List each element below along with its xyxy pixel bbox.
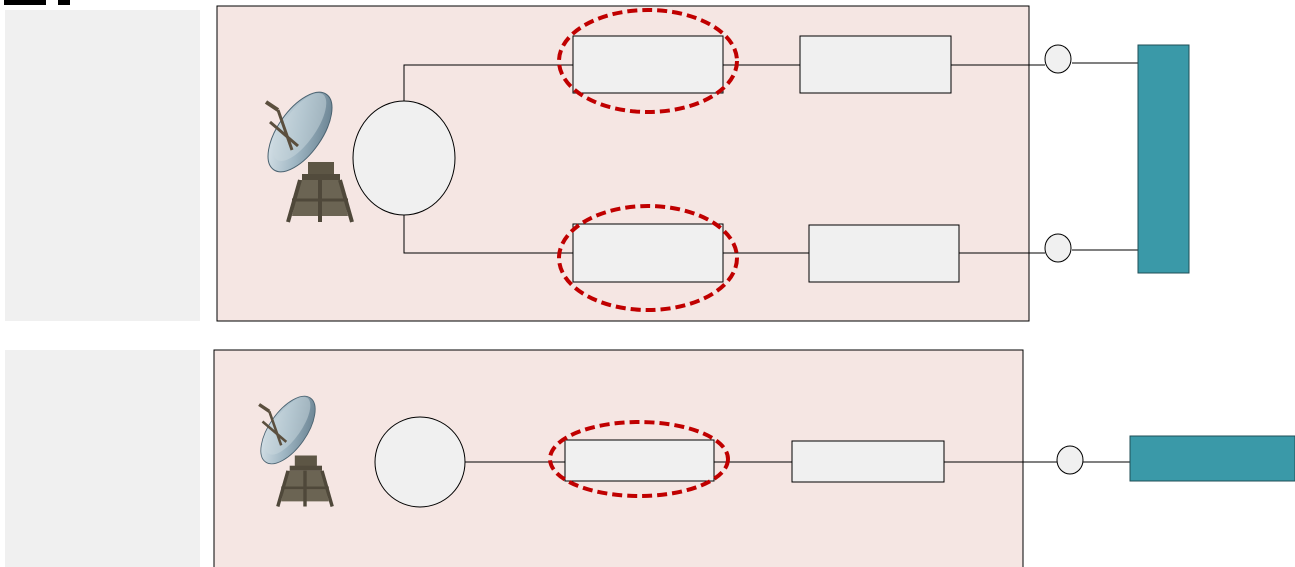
top-lower-component-1: [572, 223, 724, 283]
highlight-ellipse-top-upper: [557, 8, 739, 114]
clipped-heading-fragment: [4, 0, 104, 8]
top-upper-port: [1044, 44, 1072, 74]
top-lower-component-2: [808, 224, 960, 283]
bottom-component-1: [564, 439, 715, 482]
side-panel-bottom: [5, 350, 200, 567]
top-lower-port: [1044, 233, 1072, 263]
side-panel-top: [5, 10, 200, 321]
bottom-bus-bar: [1129, 435, 1295, 482]
top-splitter-node: [352, 100, 456, 216]
top-upper-component-2: [799, 35, 952, 94]
bottom-component-2: [791, 440, 945, 483]
highlight-ellipse-top-lower: [557, 204, 739, 312]
top-upper-path-line: [403, 64, 573, 101]
top-upper-component-1: [572, 35, 724, 94]
bottom-port: [1056, 445, 1084, 475]
top-bus-bar: [1137, 44, 1190, 274]
bottom-receiver-node: [374, 416, 466, 508]
highlight-ellipse-bottom: [548, 420, 730, 498]
top-lower-path-line: [403, 215, 573, 254]
